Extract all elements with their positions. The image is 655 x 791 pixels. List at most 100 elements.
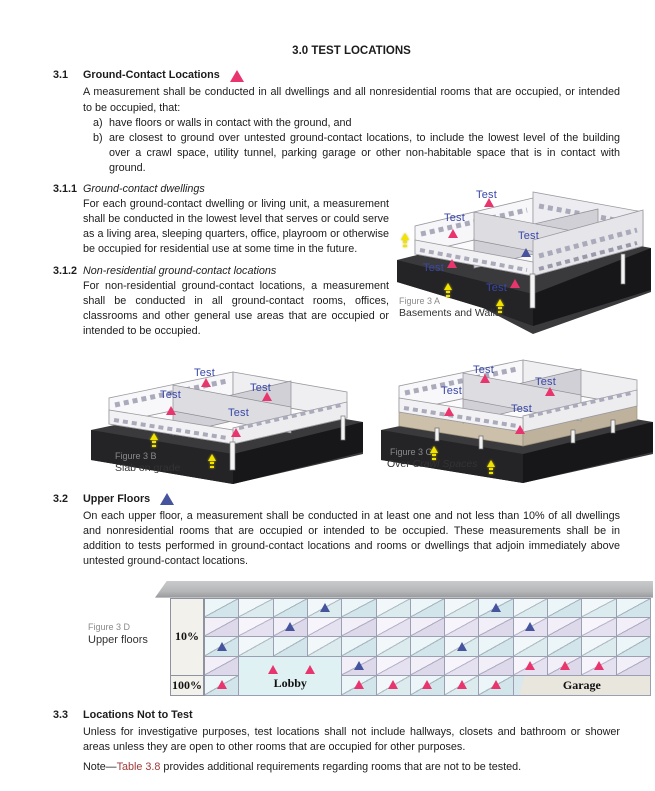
- figure-d-cell: [513, 618, 549, 638]
- hundred-percent-label: 100%: [172, 677, 202, 692]
- list-marker: b): [93, 132, 103, 145]
- figure-label: Figure 3 D: [88, 621, 131, 632]
- table-3-8-reference-link[interactable]: Table 3.8: [116, 761, 161, 774]
- figure-title: Upper floors: [88, 633, 148, 646]
- figure-d-cell: [548, 656, 583, 677]
- figure-d-cell: [273, 598, 308, 619]
- figure-d-cell: [376, 637, 411, 657]
- figure-d-cell: [410, 656, 446, 677]
- figure-label: Figure 3 A: [399, 295, 441, 306]
- pink-triangle-marker: [304, 665, 315, 675]
- pink-triangle-marker: [559, 661, 570, 671]
- test-marker-label: Test: [486, 281, 507, 294]
- figure-d-cell: [342, 598, 377, 619]
- section-3-2: 3.2 Upper Floors On each upper floor, a …: [53, 492, 620, 570]
- note-line: Note—Table 3.8 provides additional requi…: [83, 760, 620, 775]
- slab-house-drawing: [91, 371, 363, 484]
- figure-label: Figure 3 C: [390, 446, 433, 457]
- figure-d-cell: [445, 676, 480, 696]
- pink-triangle-marker: [166, 405, 176, 415]
- figure-d-cell: [548, 637, 583, 657]
- test-marker-label: Test: [228, 406, 249, 419]
- figure-d-cell: [376, 618, 411, 638]
- note-prefix: Note—: [83, 761, 117, 774]
- figure-d-cell: [376, 598, 411, 619]
- figure-d-cell: [376, 656, 411, 677]
- section-3-1-1: 3.1.1 Ground-contact dwellings For each …: [53, 182, 389, 258]
- figure-d-cell: [273, 618, 308, 638]
- pink-triangle-marker: [484, 197, 494, 207]
- pink-triangle-marker: [388, 680, 399, 690]
- figure-d-cell: [582, 618, 617, 638]
- figure-d-cell: [205, 618, 240, 638]
- lobby-label: Lobby: [273, 676, 307, 691]
- pink-triangle-marker: [594, 661, 605, 671]
- test-marker-label: Test: [160, 388, 181, 401]
- blue-triangle-marker: [319, 602, 330, 612]
- test-marker-label: Test: [423, 261, 444, 274]
- pink-triangle-marker: [353, 680, 364, 690]
- test-marker-label: Test: [535, 375, 556, 388]
- list-item-b: b) are closest to ground over untested g…: [93, 131, 620, 177]
- figure-d-cell: [342, 676, 377, 696]
- crawlspace-house-drawing: [381, 359, 653, 483]
- figure-d-cell: [239, 598, 274, 619]
- figure-d-grid: Lobby Garage: [204, 597, 651, 696]
- lobby-area: Lobby: [239, 656, 343, 696]
- pink-triangle-marker: [444, 406, 454, 416]
- pink-triangle-icon: [229, 69, 244, 82]
- section-heading: Upper Floors: [83, 492, 151, 505]
- ten-percent-label: 10%: [175, 629, 199, 644]
- figure-d-cell: [582, 598, 617, 619]
- figure-d-cell: [205, 656, 240, 677]
- section-heading: Non-residential ground-contact locations: [83, 264, 277, 277]
- yellow-arrow-icon: [444, 282, 452, 293]
- figure-3d-caption: Figure 3 D Upper floors: [88, 621, 148, 647]
- yellow-arrow-icon: [150, 432, 158, 443]
- section-number: 3.3: [53, 708, 69, 721]
- list-text: are closest to ground over untested grou…: [109, 132, 620, 175]
- blue-triangle-marker: [521, 247, 531, 257]
- figure-d-cell: [616, 598, 651, 619]
- figure-d-cell: [376, 676, 411, 696]
- figure-d-cell: [273, 637, 308, 657]
- pink-triangle-marker: [480, 373, 490, 383]
- section-3-1-intro: A measurement shall be conducted in all …: [83, 86, 620, 114]
- pink-triangle-marker: [545, 386, 555, 396]
- section-3-1: 3.1 Ground-Contact Locations A measureme…: [53, 68, 620, 176]
- figure-3b-caption: Figure 3 B Slab on grade: [115, 451, 180, 475]
- figure-d-cell: [582, 656, 617, 677]
- pink-triangle-marker: [216, 680, 227, 690]
- pink-triangle-marker: [448, 228, 458, 238]
- figure-d-cell: [239, 637, 274, 657]
- list-item-a: a) have floors or walls in contact with …: [93, 116, 620, 131]
- test-marker-label: Test: [444, 211, 465, 224]
- figure-d-cell: [479, 676, 514, 696]
- figure-d-cell: [342, 618, 377, 638]
- figure-label: Figure 3 B: [115, 450, 157, 461]
- figure-d-cell: [479, 598, 514, 619]
- figure-d-cell: [616, 637, 651, 657]
- figure-d-cell: [410, 637, 446, 657]
- pink-triangle-marker: [515, 424, 525, 434]
- pink-triangle-marker: [510, 278, 520, 288]
- blue-triangle-marker: [216, 641, 227, 651]
- pink-triangle-marker: [447, 258, 457, 268]
- garage-area: Garage: [513, 676, 651, 696]
- figure-d-cell: [479, 618, 514, 638]
- pink-triangle-marker: [525, 661, 536, 671]
- roof-graphic: [155, 580, 653, 598]
- figure-d-cell: [616, 618, 651, 638]
- figure-d-cell: [410, 676, 446, 696]
- figure-d-cell: [548, 598, 583, 619]
- figure-d-cell: [445, 618, 480, 638]
- garage-label: Garage: [562, 677, 601, 692]
- figure-d-cell: [342, 656, 377, 677]
- section-number: 3.1.1: [53, 182, 78, 195]
- pink-triangle-marker: [231, 427, 241, 437]
